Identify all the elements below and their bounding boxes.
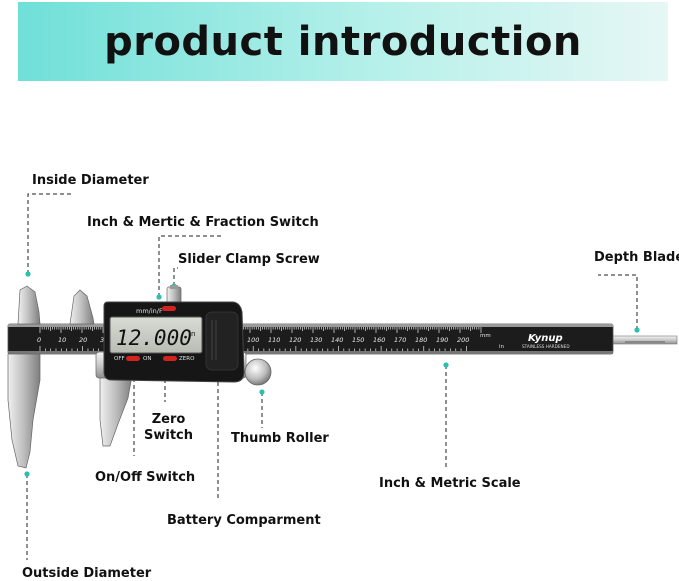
label-zero-switch: Zero Switch (144, 412, 193, 444)
scale-number: 180 (415, 336, 427, 344)
scale-number: 130 (310, 336, 322, 344)
lcd-reading: 12.000 (116, 326, 192, 350)
scale-number: 20 (79, 336, 87, 344)
off-on-button (126, 356, 140, 361)
scale-number: 10 (58, 336, 66, 344)
thumb-roller (244, 358, 272, 386)
inside-jaw-sliding (69, 289, 95, 325)
brand-subtitle: STAINLESS HARDENED (522, 344, 570, 349)
label-slider-clamp: Slider Clamp Screw (178, 252, 320, 267)
scale-number: 140 (331, 336, 343, 344)
label-onoff-switch: On/Off Switch (95, 470, 196, 485)
scale-number: 200 (457, 336, 469, 344)
scale-numbers: 0102030405060708090100110120130140150160… (37, 336, 469, 344)
battery-cover (205, 311, 239, 371)
label-inside-diameter: Inside Diameter (32, 173, 149, 188)
label-thumb-roller: Thumb Roller (231, 431, 329, 446)
outside-jaw-sliding (99, 375, 133, 447)
scale-number: 160 (373, 336, 385, 344)
zero-label: ZERO (179, 356, 195, 362)
scale-unit-in: in (499, 344, 505, 350)
on-label: ON (143, 356, 151, 362)
label-battery: Battery Comparment (167, 513, 321, 528)
mode-label: mm/in/F (136, 307, 163, 315)
outside-jaw-fixed (7, 353, 41, 469)
inside-jaw-fixed (17, 285, 41, 325)
scale-unit-mm: mm (480, 333, 491, 339)
zero-button (163, 356, 177, 361)
scale-number: 120 (289, 336, 301, 344)
label-fraction-switch: Inch & Mertic & Fraction Switch (87, 215, 319, 230)
leader-lines (26, 193, 638, 560)
title-banner: product introduction (18, 2, 668, 81)
scale-number: 150 (352, 336, 364, 344)
scale-number: 0 (37, 336, 41, 344)
label-zero-line1: Zero (151, 412, 186, 427)
label-zero-line2: Switch (144, 428, 194, 443)
scale-number: 100 (247, 336, 259, 344)
scale-number: 190 (436, 336, 448, 344)
scale-number: 110 (268, 336, 280, 344)
page-title: product introduction (104, 18, 582, 65)
label-depth-blade: Depth Blade (594, 250, 679, 265)
label-scale: Inch & Metric Scale (379, 476, 521, 491)
mode-button (162, 306, 176, 311)
off-label: OFF (114, 356, 125, 362)
label-outside-diameter: Outside Diameter (22, 566, 152, 581)
lcd-screen (109, 316, 203, 354)
scale-number: 170 (394, 336, 406, 344)
brand-logo: Kynup (528, 333, 563, 344)
lcd-unit: in (189, 330, 195, 338)
